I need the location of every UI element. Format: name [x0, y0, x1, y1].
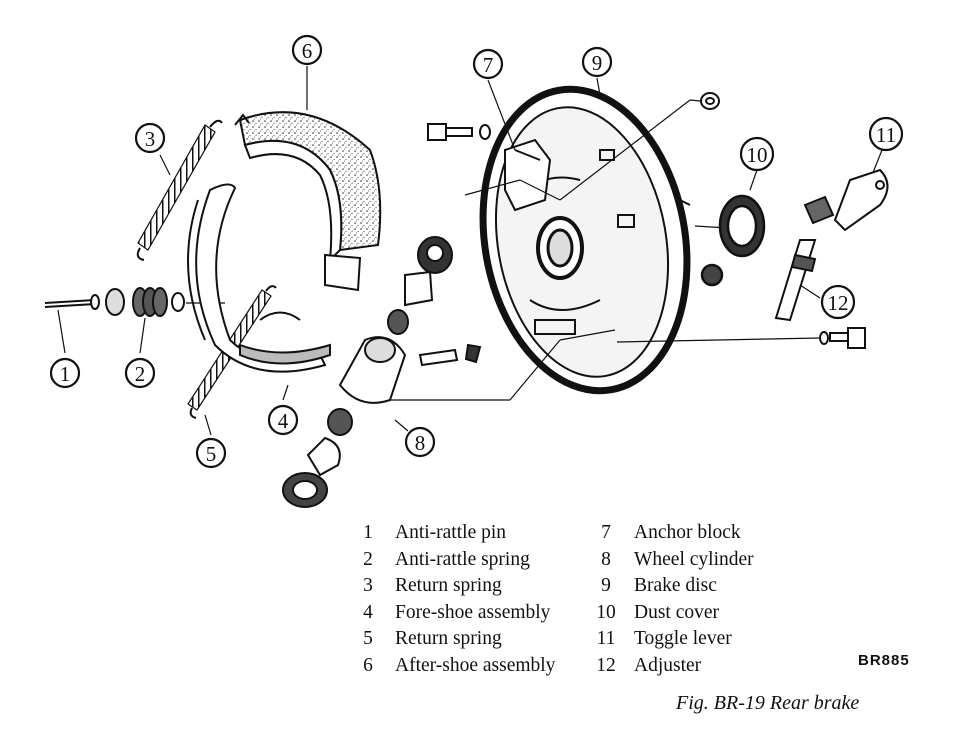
callout-5: 5 — [195, 437, 227, 469]
anti-rattle-spring — [105, 287, 185, 317]
brake-disc — [479, 85, 691, 395]
callout-8: 8 — [404, 426, 436, 458]
anti-rattle-pin — [44, 294, 100, 310]
callout-3: 3 — [134, 122, 166, 154]
figure-caption: Fig. BR-19 Rear brake — [676, 692, 860, 714]
svg-text:5: 5 — [206, 442, 217, 466]
figure-code: BR885 — [858, 652, 910, 669]
bottom-bolt — [819, 327, 866, 349]
callout-10: 10 — [739, 136, 775, 172]
fore-shoe-assembly — [187, 183, 331, 373]
callout-2: 2 — [124, 357, 156, 389]
anchor-bolt — [427, 123, 491, 141]
svg-text:9: 9 — [592, 51, 603, 75]
svg-text:11: 11 — [876, 123, 896, 147]
top-nut — [700, 92, 720, 110]
svg-text:2: 2 — [135, 362, 146, 386]
svg-text:10: 10 — [747, 143, 768, 167]
adjuster — [774, 195, 835, 322]
svg-text:8: 8 — [415, 431, 426, 455]
svg-text:1: 1 — [60, 362, 71, 386]
svg-text:6: 6 — [302, 39, 313, 63]
dust-cover — [700, 194, 766, 287]
callout-9: 9 — [581, 46, 613, 78]
callout-11: 11 — [868, 116, 904, 152]
after-shoe-assembly — [234, 111, 382, 292]
callout-12: 12 — [820, 284, 856, 320]
svg-text:4: 4 — [278, 409, 289, 433]
anchor-block — [504, 138, 552, 212]
callout-1: 1 — [49, 357, 81, 389]
return-spring-upper — [136, 119, 223, 261]
svg-text:7: 7 — [483, 53, 494, 77]
callout-6: 6 — [291, 34, 323, 66]
leader-lines — [57, 66, 883, 436]
callout-4: 4 — [267, 404, 299, 436]
wheel-cylinder — [282, 236, 482, 508]
svg-text:12: 12 — [828, 291, 849, 315]
callout-7: 7 — [472, 48, 504, 80]
toggle-lever — [833, 168, 889, 232]
svg-text:3: 3 — [145, 127, 156, 151]
